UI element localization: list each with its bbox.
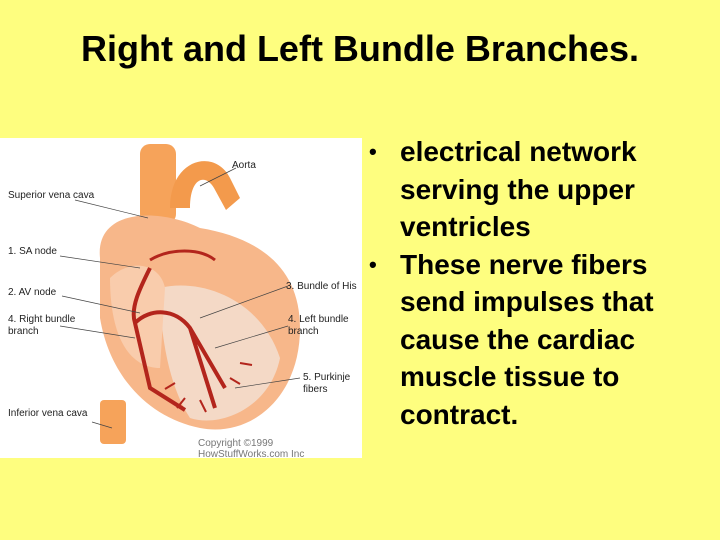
conduction-pathway bbox=[131, 267, 227, 412]
slide-title: Right and Left Bundle Branches. bbox=[80, 28, 640, 69]
bullet-item: • These nerve fibers send impulses that c… bbox=[365, 246, 710, 434]
bullet-icon: • bbox=[369, 139, 377, 164]
label-purkinje-fibers: 5. Purkinje fibers bbox=[303, 372, 351, 395]
label-av-node: 2. AV node bbox=[8, 287, 57, 298]
bullet-list: • electrical network serving the upper ve… bbox=[365, 133, 710, 433]
sa-node-pathway bbox=[149, 249, 216, 262]
leader-lines bbox=[59, 167, 301, 429]
label-bundle-of-his: 3. Bundle of His bbox=[286, 281, 357, 292]
label-sa-node: 1. SA node bbox=[8, 246, 57, 257]
bullet-text: These nerve fibers send impulses that ca… bbox=[400, 248, 654, 430]
label-inferior-vena-cava: Inferior vena cava bbox=[8, 408, 88, 419]
purkinje-fibers-shape bbox=[164, 362, 253, 413]
bullet-icon: • bbox=[369, 251, 377, 277]
heart-illustration bbox=[59, 144, 301, 444]
bullet-item: • electrical network serving the upper ve… bbox=[365, 133, 710, 246]
ventricle-interior-shape bbox=[160, 285, 280, 421]
superior-vena-cava-shape bbox=[140, 144, 176, 224]
aorta-shape bbox=[170, 161, 240, 210]
bullet-text: electrical network serving the upper ven… bbox=[400, 136, 637, 242]
right-chamber-shape bbox=[110, 265, 165, 368]
label-right-bundle-branch: 4. Right bundle branch bbox=[8, 314, 76, 337]
label-aorta: Aorta bbox=[232, 160, 256, 171]
heart-diagram: Aorta Superior vena cava 1. SA node 2. A… bbox=[0, 138, 362, 460]
inferior-vena-cava-shape bbox=[100, 400, 126, 444]
label-superior-vena-cava: Superior vena cava bbox=[8, 190, 95, 201]
label-left-bundle-branch: 4. Left bundle branch bbox=[288, 314, 349, 337]
copyright-text: Copyright ©1999 HowStuffWorks.com Inc bbox=[198, 438, 305, 460]
